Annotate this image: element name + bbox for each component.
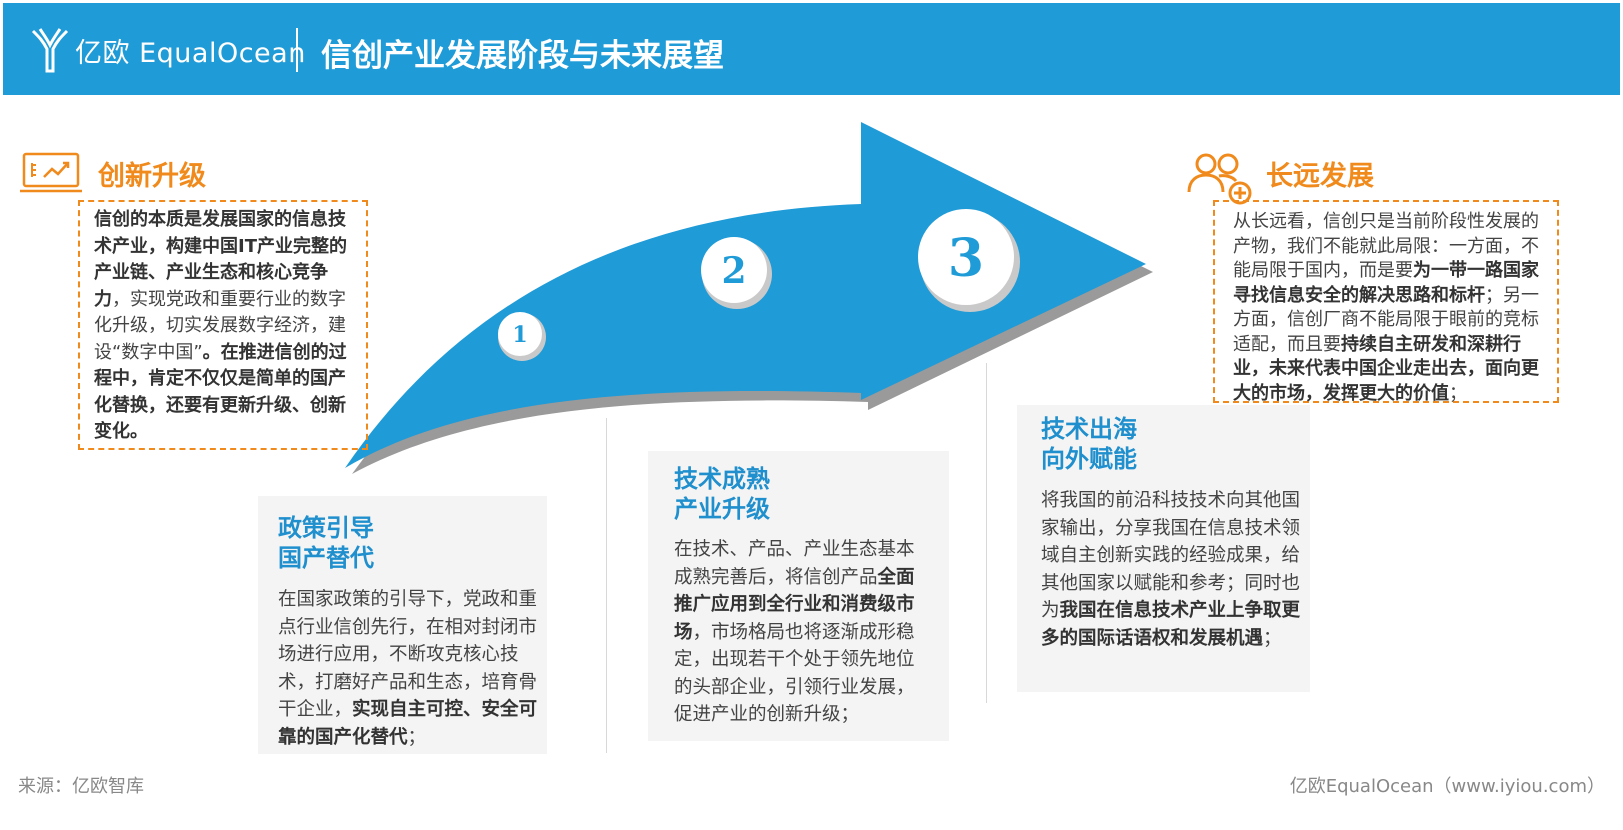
step-number-1: 1 xyxy=(512,322,527,348)
left-panel-title: 创新升级 xyxy=(98,161,206,192)
right-panel-text-segment: ；另一方面，信创厂商不能局限于眼前的竞标适配，而且要 xyxy=(1233,284,1539,355)
right-panel-text-segment: 为一带一路国家寻找信息安全的解决思路和标杆 xyxy=(1233,260,1539,306)
right-panel-text-segment: ； xyxy=(1449,382,1467,404)
right-panel-title: 长远发展 xyxy=(1266,161,1374,192)
stage-card-2 xyxy=(648,451,949,741)
step-number-2: 2 xyxy=(721,250,746,292)
stage-card-3-text-segment: 我国在信息技术产业上争取更多的国际话语权和发展机遇 xyxy=(1041,600,1301,649)
stage-card-2-title: 技术成熟 产业升级 xyxy=(674,464,770,524)
header-divider xyxy=(296,28,298,72)
step-circle-3: 3 xyxy=(918,209,1020,312)
stage-card-2-text-segment: ，市场格局也将逐渐成形稳定，出现若干个处于领先地位的头部企业，引领行业发展，促进… xyxy=(674,621,915,726)
left-panel-text-segment: ，实现党政和重要行业的数字化升级，切实发展数字经济，建设“数字中国” xyxy=(94,288,346,363)
stage-card-1-title-line1: 政策引导 xyxy=(278,514,374,542)
stage-card-1-text-segment: 实现自主可控、安全可靠的国产化替代 xyxy=(278,699,538,748)
stage-card-2-text-segment: 在技术、产品、产业生态基本成熟完善后，将信创产品 xyxy=(674,539,915,588)
left-panel-text-segment: 信创的本质是发展国家的信息技术产业，构建中国IT产业完整的产业链、产业生态和核心… xyxy=(94,209,347,310)
step-circle-2: 2 xyxy=(701,237,772,309)
stage-card-2-text: 在技术、产品、产业生态基本成熟完善后，将信创产品全面推广应用到全行业和消费级市场… xyxy=(674,536,930,729)
header-bar: 亿欧 EqualOcean 信创产业发展阶段与未来展望 xyxy=(3,3,1620,95)
stage-card-3-title-line2: 向外赋能 xyxy=(1041,445,1137,473)
divider-line-2 xyxy=(986,363,987,703)
stage-card-2-title-line2: 产业升级 xyxy=(674,495,770,523)
left-panel-text-segment: 。在推进信创的过程中，肯定不仅仅是简单的国产化替换，还要有更新升级、创新变化。 xyxy=(94,341,347,443)
logo-text: 亿欧 EqualOcean xyxy=(75,37,306,69)
stage-card-1-text-segment: ； xyxy=(407,726,427,748)
stage-card-1-text-segment: 在国家政策的引导下，党政和重点行业信创先行，在相对封闭市场进行应用，不断攻克核心… xyxy=(278,589,538,720)
right-panel-text: 从长远看，信创只是当前阶段性发展的产物，我们不能就此局限：一方面，不能局限于国内… xyxy=(1233,210,1549,406)
stage-card-3-text-segment: ； xyxy=(1263,627,1282,649)
chart-screen-icon xyxy=(20,152,82,193)
left-panel-text: 信创的本质是发展国家的信息技术产业，构建中国IT产业完整的产业链、产业生态和核心… xyxy=(94,207,358,446)
stage-card-3-title: 技术出海 向外赋能 xyxy=(1041,414,1137,474)
stage-card-3-text: 将我国的前沿科技技术向其他国家输出，分享我国在信息技术领域自主创新实践的经验成果… xyxy=(1041,487,1303,652)
right-panel-box xyxy=(1213,200,1559,403)
step-number-3: 3 xyxy=(948,228,984,289)
divider-line-1 xyxy=(606,418,607,753)
page-title: 信创产业发展阶段与未来展望 xyxy=(321,38,724,74)
left-panel-box xyxy=(78,200,368,450)
stage-card-2-title-line1: 技术成熟 xyxy=(674,465,770,493)
stage-card-1-title-line2: 国产替代 xyxy=(278,544,374,572)
stage-card-1-text: 在国家政策的引导下，党政和重点行业信创先行，在相对封闭市场进行应用，不断攻克核心… xyxy=(278,586,540,751)
stage-card-2-text-segment: 全面推广应用到全行业和消费级市场 xyxy=(674,566,915,643)
logo: 亿欧 EqualOcean xyxy=(31,25,306,75)
stage-card-3 xyxy=(1017,405,1310,692)
users-add-icon xyxy=(1187,153,1252,205)
stage-card-3-text-segment: 将我国的前沿科技技术向其他国家输出，分享我国在信息技术领域自主创新实践的经验成果… xyxy=(1041,490,1301,621)
right-panel-text-segment: 从长远看，信创只是当前阶段性发展的产物，我们不能就此局限：一方面，不能局限于国内… xyxy=(1233,211,1539,281)
stage-card-1-title: 政策引导 国产替代 xyxy=(278,513,374,573)
step-circle-1: 1 xyxy=(498,312,546,361)
stage-card-3-title-line1: 技术出海 xyxy=(1041,415,1137,443)
stage-card-1 xyxy=(258,496,547,754)
brand-note: 亿欧EqualOcean（www.iyiou.com） xyxy=(1289,776,1605,797)
right-panel-text-segment: 持续自主研发和深耕行业，未来代表中国企业走出去，面向更大的市场，发挥更大的价值 xyxy=(1233,333,1539,404)
source-note: 来源：亿欧智库 xyxy=(18,776,144,797)
equalocean-logo-icon xyxy=(31,28,69,73)
